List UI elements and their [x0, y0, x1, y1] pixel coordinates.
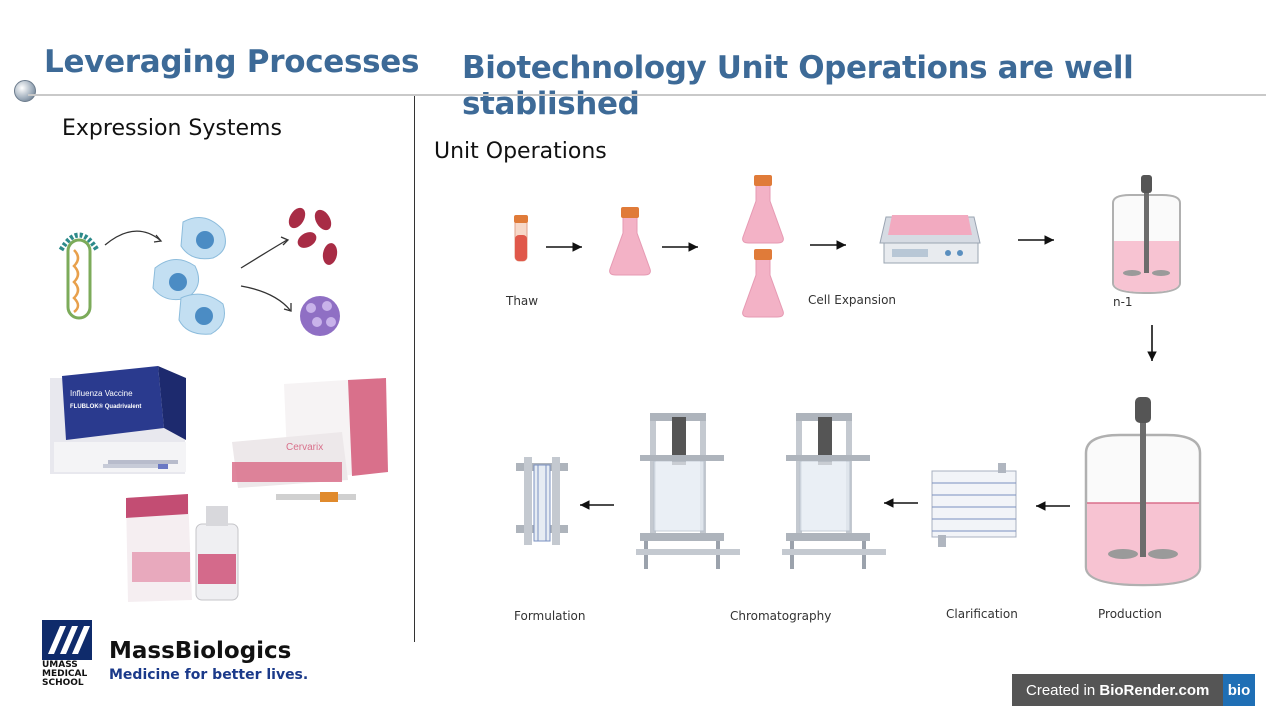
- cervarix-label: Cervarix: [286, 442, 323, 453]
- virus-icon: [58, 232, 100, 320]
- expression-systems-illustration: [58, 207, 340, 336]
- step-label-clarification: Clarification: [946, 607, 1018, 621]
- biorender-site: BioRender.com: [1099, 681, 1210, 699]
- massbiologics-name: MassBiologics: [109, 638, 292, 664]
- title-right: Biotechnology Unit Operations are well s…: [462, 50, 1134, 122]
- step-label-thaw: Thaw: [506, 294, 539, 308]
- panel-divider: [414, 96, 415, 642]
- flask-icon: [742, 249, 784, 318]
- umass-logo-icon: [42, 620, 92, 660]
- umass-wordmark: UMASS MEDICAL SCHOOL: [42, 661, 98, 688]
- unit-operations-diagram: [514, 175, 1202, 587]
- expression-systems-label: Expression Systems: [62, 116, 282, 141]
- flublok-box: Influenza Vaccine FLUBLOK® Quadrivalent: [50, 366, 186, 474]
- flask-icon: [609, 207, 651, 276]
- header-divider: [28, 94, 1266, 96]
- protein-icon: [288, 207, 338, 265]
- massbiologics-tagline: Medicine for better lives.: [109, 667, 309, 683]
- arrow-icon: [240, 239, 288, 269]
- thaw-vial-icon: [514, 215, 528, 262]
- biorender-credit-text: Created in BioRender.com: [1012, 682, 1209, 699]
- production-bioreactor-icon: [1084, 397, 1202, 587]
- unit-operations-label: Unit Operations: [434, 139, 607, 164]
- umass-line1: UMASS: [42, 660, 78, 670]
- step-label-formulation: Formulation: [514, 609, 586, 623]
- flask-icon: [742, 175, 784, 244]
- small-bioreactor-icon: [1112, 175, 1181, 295]
- fendrix-box: [126, 494, 239, 602]
- umass-line2: MEDICAL: [42, 669, 88, 679]
- cervarix-box: Cervarix: [232, 378, 388, 502]
- vlp-icon: [300, 296, 340, 336]
- step-label-production: Production: [1098, 607, 1162, 621]
- flublok-line1: Influenza Vaccine: [70, 389, 133, 398]
- step-label-n-1: n-1: [1113, 295, 1133, 309]
- vaccine-products-image: Influenza Vaccine FLUBLOK® Quadrivalent …: [50, 366, 388, 602]
- arrow-icon: [104, 230, 161, 246]
- clarification-filter-icon: [931, 463, 1017, 547]
- biorender-logo-icon: bio: [1223, 674, 1255, 706]
- wave-bioreactor-icon: [879, 215, 981, 264]
- title-left: Leveraging Processes: [44, 44, 420, 80]
- umass-line3: SCHOOL: [42, 678, 84, 688]
- step-label-cell-expansion: Cell Expansion: [808, 293, 897, 307]
- chromatography-column-icon: [636, 413, 740, 569]
- biorender-prefix: Created in: [1026, 681, 1100, 699]
- slide-bullet: [14, 80, 36, 102]
- cells-icon: [152, 217, 226, 335]
- flublok-line2: FLUBLOK® Quadrivalent: [70, 403, 141, 410]
- step-label-chromatography: Chromatography: [730, 609, 832, 623]
- arrow-icon: [240, 285, 291, 311]
- chromatography-column-icon: [782, 413, 886, 569]
- formulation-unit-icon: [516, 457, 568, 545]
- biorender-credit[interactable]: Created in BioRender.com bio: [1012, 674, 1255, 706]
